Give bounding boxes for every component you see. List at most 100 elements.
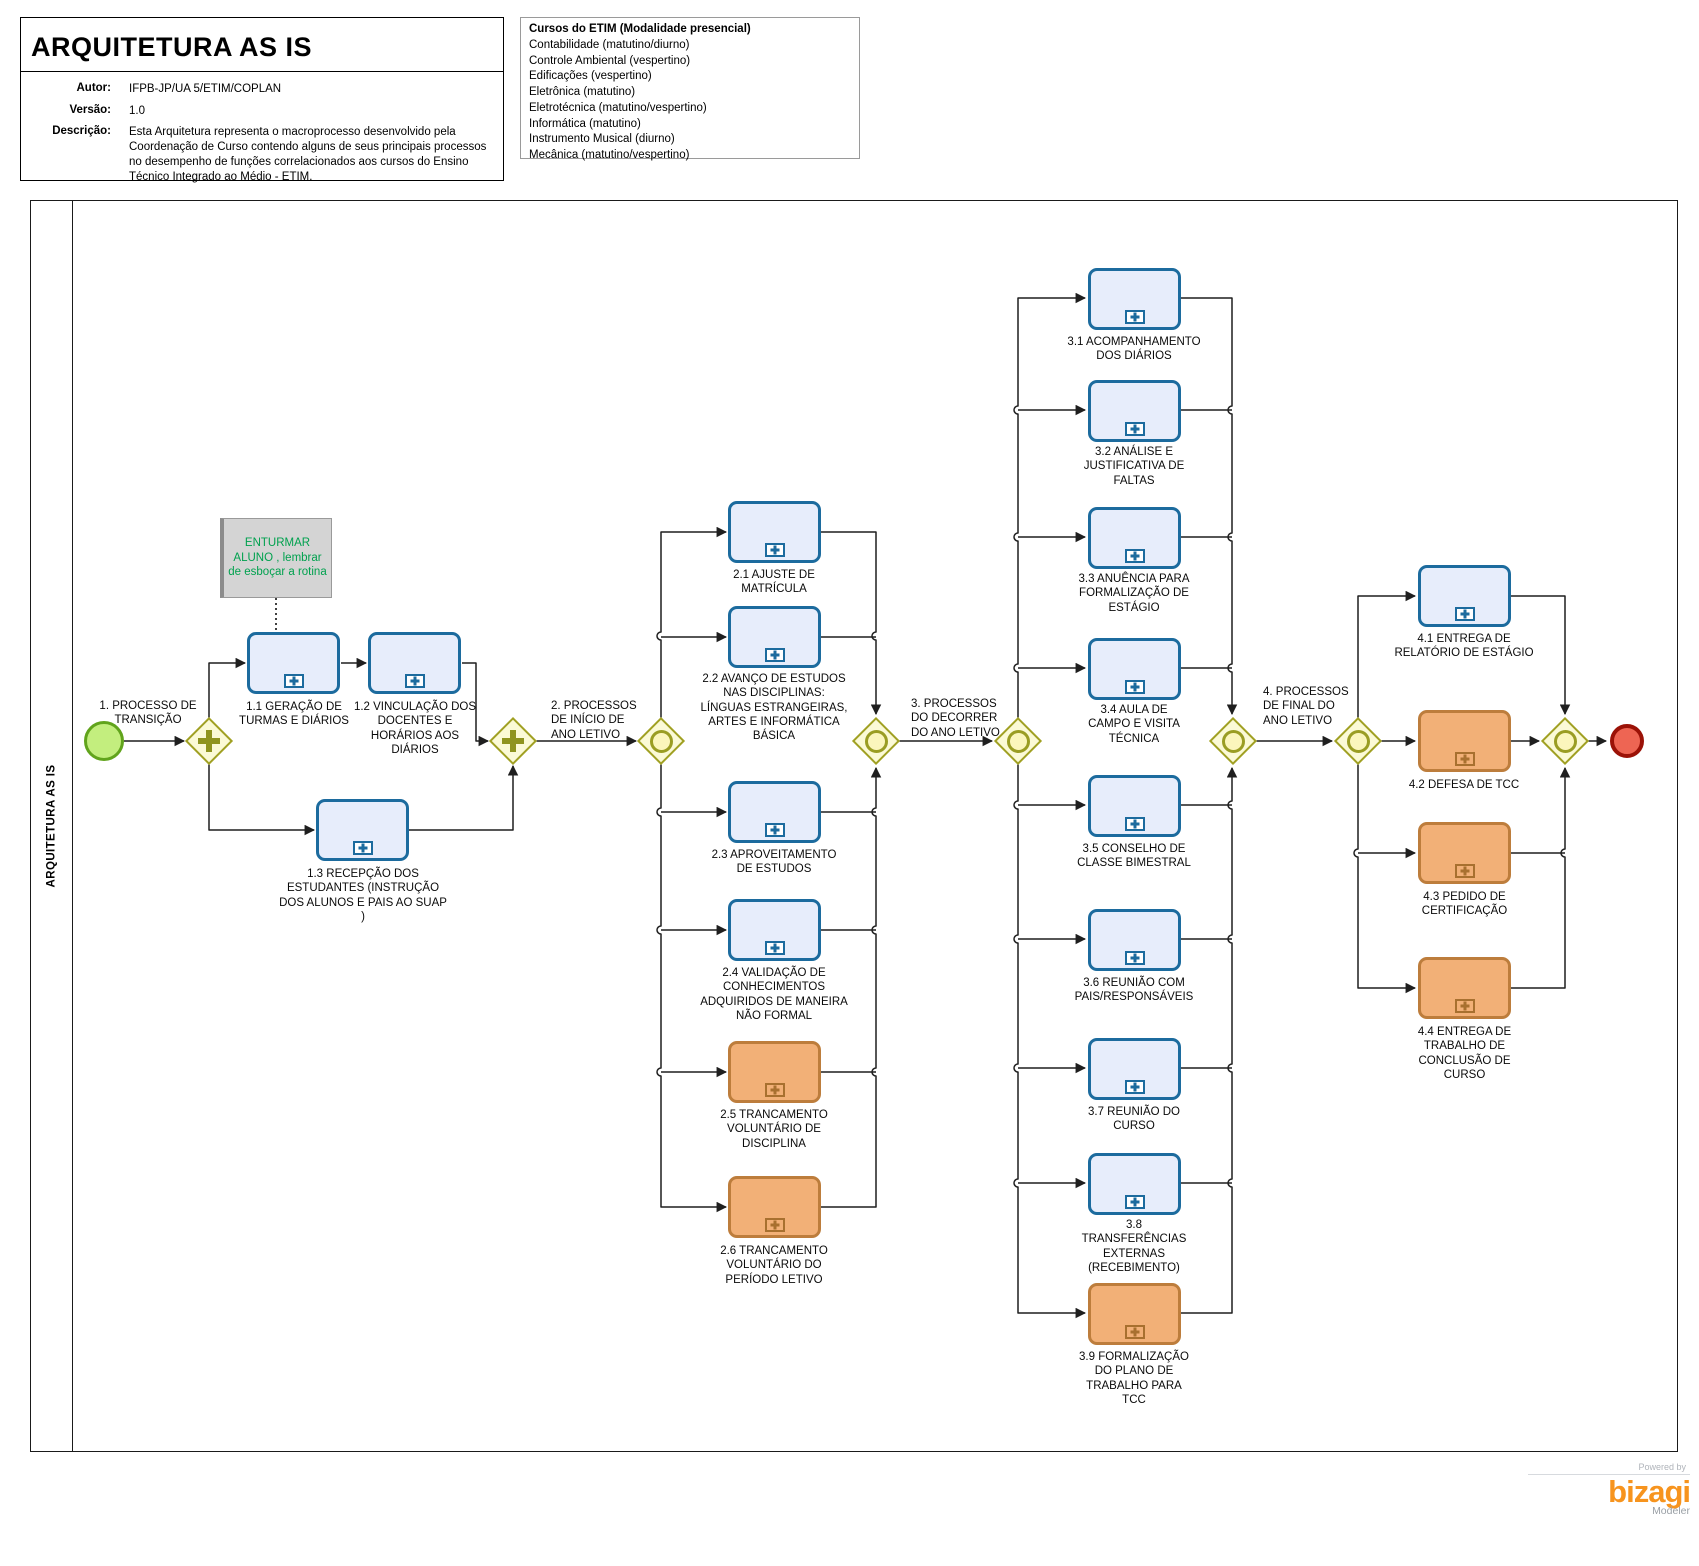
subprocess-4-3[interactable] xyxy=(1418,822,1511,884)
annotation-text: ENTURMAR ALUNO , lembrar de esboçar a ro… xyxy=(228,536,327,579)
legend-item: Edificações (vespertino) xyxy=(529,70,652,83)
subprocess-3-3[interactable] xyxy=(1088,507,1181,569)
subprocess-plus-icon xyxy=(764,1218,785,1232)
subprocess-2-6[interactable] xyxy=(728,1176,821,1238)
plus-icon xyxy=(502,730,524,752)
task-label: 2.4 VALIDAÇÃO DE CONHECIMENTOS ADQUIRIDO… xyxy=(700,967,848,1022)
legend-item: Informática (matutino) xyxy=(529,117,641,130)
subprocess-1-2[interactable] xyxy=(368,632,461,694)
phase-4-label: 4. PROCESSOS DE FINAL DO ANO LETIVO xyxy=(1263,686,1349,727)
subprocess-3-1[interactable] xyxy=(1088,268,1181,330)
legend-item: Mecânica (matutino/vespertino) xyxy=(529,149,690,161)
subprocess-1-1[interactable] xyxy=(247,632,340,694)
end-event[interactable] xyxy=(1610,724,1644,758)
subprocess-3-9[interactable] xyxy=(1088,1283,1181,1345)
subprocess-4-2[interactable] xyxy=(1418,710,1511,772)
task-label: 2.1 AJUSTE DE MATRÍCULA xyxy=(733,569,815,596)
subprocess-plus-icon xyxy=(1454,607,1475,621)
subprocess-3-4[interactable] xyxy=(1088,638,1181,700)
circle-icon xyxy=(1006,729,1030,753)
task-label: 2.6 TRANCAMENTO VOLUNTÁRIO DO PERÍODO LE… xyxy=(720,1245,828,1286)
inclusive-gateway-split-3[interactable] xyxy=(993,716,1043,766)
subprocess-plus-icon xyxy=(352,841,373,855)
task-label: 3.5 CONSELHO DE CLASSE BIMESTRAL xyxy=(1077,843,1191,870)
subprocess-plus-icon xyxy=(1124,1195,1145,1209)
annotation-note[interactable]: ENTURMAR ALUNO , lembrar de esboçar a ro… xyxy=(220,518,332,598)
subprocess-3-5[interactable] xyxy=(1088,775,1181,837)
subprocess-3-7[interactable] xyxy=(1088,1038,1181,1100)
subprocess-2-3[interactable] xyxy=(728,781,821,843)
parallel-gateway-join-1[interactable] xyxy=(488,716,538,766)
inclusive-gateway-join-2[interactable] xyxy=(851,716,901,766)
process-pool: ARQUITETURA AS IS xyxy=(30,200,1678,1452)
task-label: 1.3 RECEPÇÃO DOS ESTUDANTES (INSTRUÇÃO D… xyxy=(279,868,447,923)
subprocess-plus-icon xyxy=(1124,951,1145,965)
version-value: 1.0 xyxy=(129,104,145,117)
circle-icon xyxy=(1553,729,1577,753)
subprocess-2-1[interactable] xyxy=(728,501,821,563)
task-label: 4.2 DEFESA DE TCC xyxy=(1408,779,1520,791)
subprocess-plus-icon xyxy=(1454,864,1475,878)
subprocess-plus-icon xyxy=(764,648,785,662)
task-label: 1.1 GERAÇÃO DE TURMAS E DIÁRIOS xyxy=(239,701,349,728)
start-event-label: 1. PROCESSO DE TRANSIÇÃO xyxy=(99,700,197,727)
subprocess-3-2[interactable] xyxy=(1088,380,1181,442)
subprocess-3-6[interactable] xyxy=(1088,909,1181,971)
subprocess-plus-icon xyxy=(1124,680,1145,694)
inclusive-gateway-join-3[interactable] xyxy=(1208,716,1258,766)
header-metadata: Autor: IFPB-JP/UA 5/ETIM/COPLAN Versão: … xyxy=(21,82,503,191)
subprocess-plus-icon xyxy=(1124,422,1145,436)
subprocess-plus-icon xyxy=(1454,999,1475,1013)
subprocess-2-4[interactable] xyxy=(728,899,821,961)
task-label: 3.9 FORMALIZAÇÃO DO PLANO DE TRABALHO PA… xyxy=(1079,1351,1189,1406)
task-label: 4.3 PEDIDO DE CERTIFICAÇÃO xyxy=(1421,891,1508,918)
subprocess-2-2[interactable] xyxy=(728,606,821,668)
subprocess-4-4[interactable] xyxy=(1418,957,1511,1019)
legend-item: Eletrotécnica (matutino/vespertino) xyxy=(529,101,707,114)
inclusive-gateway-join-4[interactable] xyxy=(1540,716,1590,766)
subprocess-plus-icon xyxy=(764,543,785,557)
inclusive-gateway-split-2[interactable] xyxy=(636,716,686,766)
page-title: ARQUITETURA AS IS xyxy=(31,32,313,62)
task-label: 4.1 ENTREGA DE RELATÓRIO DE ESTÁGIO xyxy=(1394,633,1534,660)
inclusive-gateway-split-4[interactable] xyxy=(1333,716,1383,766)
subprocess-plus-icon xyxy=(404,674,425,688)
circle-icon xyxy=(864,729,888,753)
task-label: 2.5 TRANCAMENTO VOLUNTÁRIO DE DISCIPLINA xyxy=(720,1109,828,1150)
bizagi-watermark: Powered by bizagi Modeler xyxy=(1528,1462,1691,1517)
task-label: 1.2 VINCULAÇÃO DOS DOCENTES E HORÁRIOS A… xyxy=(353,701,477,756)
phase-3-label: 3. PROCESSOS DO DECORRER DO ANO LETIVO xyxy=(911,698,1000,739)
subprocess-plus-icon xyxy=(1124,1325,1145,1339)
subprocess-1-3[interactable] xyxy=(316,799,409,861)
start-event[interactable] xyxy=(84,721,124,761)
legend-item: Controle Ambiental (vespertino) xyxy=(529,54,691,67)
legend-item: Eletrônica (matutino) xyxy=(529,86,636,98)
task-label: 3.2 ANÁLISE E JUSTIFICATIVA DE FALTAS xyxy=(1083,446,1185,487)
task-label: 2.3 APROVEITAMENTO DE ESTUDOS xyxy=(711,849,837,876)
legend-item: Contabilidade (matutino/diurno) xyxy=(529,38,690,51)
subprocess-plus-icon xyxy=(1124,1080,1145,1094)
task-label: 3.8 TRANSFERÊNCIAS EXTERNAS (RECEBIMENTO… xyxy=(1081,1219,1187,1274)
legend-item: Instrumento Musical (diurno) xyxy=(529,133,675,146)
subprocess-4-1[interactable] xyxy=(1418,565,1511,627)
author-value: IFPB-JP/UA 5/ETIM/COPLAN xyxy=(129,83,282,95)
subprocess-plus-icon xyxy=(764,941,785,955)
circle-icon xyxy=(649,729,673,753)
task-label: 3.3 ANUÊNCIA PARA FORMALIZAÇÃO DE ESTÁGI… xyxy=(1078,573,1190,614)
parallel-gateway-split-1[interactable] xyxy=(184,716,234,766)
plus-icon xyxy=(198,730,220,752)
pool-label: ARQUITETURA AS IS xyxy=(45,764,58,888)
task-label: 3.7 REUNIÃO DO CURSO xyxy=(1087,1106,1181,1133)
modeler-text: Modeler xyxy=(1652,1505,1690,1517)
subprocess-3-8[interactable] xyxy=(1088,1153,1181,1215)
version-label: Versão: xyxy=(69,103,111,116)
subprocess-2-5[interactable] xyxy=(728,1041,821,1103)
subprocess-plus-icon xyxy=(1124,549,1145,563)
task-label: 3.6 REUNIÃO COM PAIS/RESPONSÁVEIS xyxy=(1074,977,1194,1004)
header-divider xyxy=(21,71,503,72)
subprocess-plus-icon xyxy=(764,1083,785,1097)
subprocess-plus-icon xyxy=(1454,752,1475,766)
legend-box: Cursos do ETIM (Modalidade presencial) C… xyxy=(520,17,860,161)
subprocess-plus-icon xyxy=(1124,310,1145,324)
